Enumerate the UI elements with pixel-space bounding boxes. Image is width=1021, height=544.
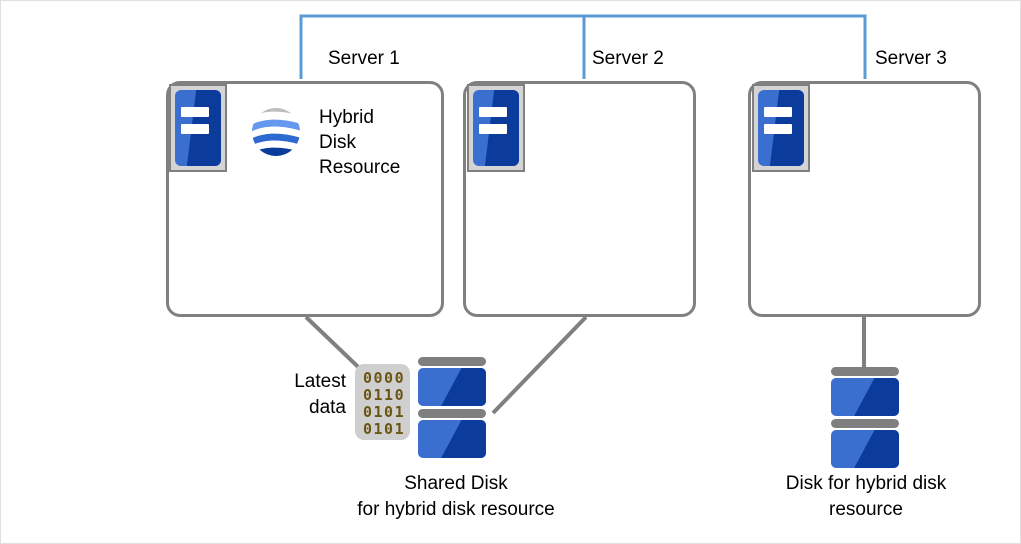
disk-platter-top: [831, 367, 899, 376]
latest-data-binary-block: 0000 0110 0101 0101: [355, 364, 410, 440]
binary-row: 0101: [363, 420, 406, 438]
binary-row: 0110: [363, 386, 406, 404]
hybrid-disk-resource-label: Hybrid Disk Resource: [319, 107, 401, 178]
disk-body-lower: [831, 430, 899, 468]
server-label-3: Server 3: [875, 48, 947, 69]
latest-data-label: Latest data: [294, 371, 346, 418]
disk-platter-middle: [418, 409, 486, 418]
binary-row: 0000: [363, 369, 406, 387]
shared-disk-caption: Shared Disk for hybrid disk resource: [357, 473, 555, 520]
network-bracket-blue: [299, 14, 867, 79]
server-icon-1: [169, 84, 227, 172]
server-icon-3: [752, 84, 810, 172]
shared-disk-icon: [418, 357, 486, 458]
server-label-1: Server 1: [328, 48, 400, 69]
disk-body-lower: [418, 420, 486, 458]
disk-platter-top: [418, 357, 486, 366]
hybrid-disk-globe-icon: [249, 105, 303, 159]
disk-body-upper: [418, 368, 486, 406]
disk-platter-middle: [831, 419, 899, 428]
disk-body-upper: [831, 378, 899, 416]
server3-disk-caption: Disk for hybrid disk resource: [785, 473, 947, 520]
server-icon-2: [467, 84, 525, 172]
server3-disk-icon: [831, 367, 899, 468]
binary-row: 0101: [363, 403, 406, 421]
server-label-2: Server 2: [592, 48, 664, 69]
